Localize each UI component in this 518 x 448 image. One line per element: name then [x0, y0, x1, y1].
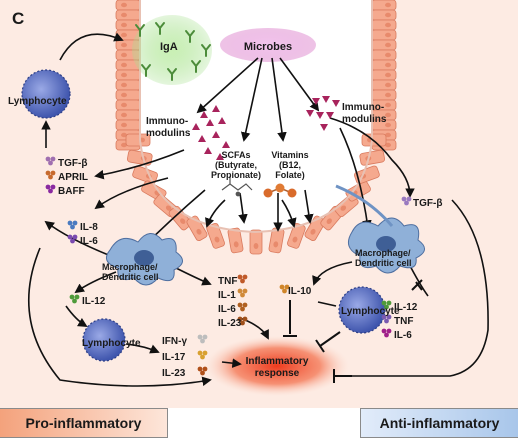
vitamin-molecule-icon: [263, 183, 297, 198]
lymphocyte-right-label: Lymphocyte: [341, 306, 400, 317]
panel-letter: C: [12, 9, 24, 28]
immunomodulin-triangle-icon: [306, 96, 340, 131]
il23-low-label: IL-23: [162, 368, 186, 379]
il10-label: IL-10: [288, 286, 312, 297]
macrophage-left-label-1: Macrophage/: [102, 262, 158, 272]
inflammatory-response-label-1: Inflammatory: [246, 356, 309, 367]
iga-antibody-icon: [135, 22, 211, 81]
tgf-left-label: TGF-β: [58, 158, 87, 169]
anti-inflammatory-banner: Anti-inflammatory: [360, 408, 518, 438]
vitamins-label-3: Folate): [275, 170, 305, 180]
il8-label: IL-8: [80, 222, 98, 233]
tgf-right-label: TGF-β: [413, 198, 442, 209]
cytokine-dots-icon: [45, 156, 412, 376]
macrophage-left-label-2: Dendritic cell: [102, 272, 159, 282]
lymphocyte-top-cell: [21, 69, 71, 119]
tnf-left-label: TNF: [218, 276, 237, 287]
arrows: [27, 32, 489, 387]
microbes-label: Microbes: [244, 41, 292, 53]
il17-label: IL-17: [162, 352, 186, 363]
scfas-label-2: (Butyrate,: [215, 160, 257, 170]
iga-label: IgA: [160, 41, 178, 53]
macrophage-right-label-2: Dendritic cell: [355, 258, 412, 268]
april-label: APRIL: [58, 172, 88, 183]
il6-mid-label: IL-6: [218, 304, 236, 315]
il6-left-label: IL-6: [80, 236, 98, 247]
scfas-label-1: SCFAs: [221, 150, 250, 160]
immunomodulins-right-label-2: modulins: [342, 114, 387, 125]
immunomodulins-left-label-1: Immuno-: [146, 116, 188, 127]
inflammatory-response-label-2: response: [255, 368, 300, 379]
ifn-label: IFN-γ: [162, 336, 187, 347]
microbes-cloud: [220, 28, 316, 62]
lymphocyte-top-label: Lymphocyte: [8, 96, 67, 107]
vitamins-label-2: (B12,: [279, 160, 301, 170]
il6-right-label: IL-6: [394, 330, 412, 341]
lymphocyte-mid-cell: [82, 318, 126, 362]
immunomodulins-right-label-1: Immuno-: [342, 102, 384, 113]
pro-inflammatory-banner: Pro-inflammatory: [0, 408, 168, 438]
il1-label: IL-1: [218, 290, 236, 301]
il12-right-label: IL-12: [394, 302, 418, 313]
scfa-molecule-icon: [221, 176, 253, 197]
macrophage-left-cell: [105, 233, 183, 286]
il12-left-label: IL-12: [82, 296, 106, 307]
il23-mid-label: IL-23: [218, 318, 242, 329]
inflammatory-response-blob: [205, 336, 349, 396]
tnf-right-label: TNF: [394, 316, 413, 327]
immunomodulin-triangle-icon: [192, 105, 230, 160]
lymphocyte-mid-label: Lymphocyte: [82, 338, 141, 349]
macrophage-right-cell: [335, 184, 425, 274]
scfas-label-3: Propionate): [211, 170, 261, 180]
baff-label: BAFF: [58, 186, 85, 197]
macrophage-right-label-1: Macrophage/: [355, 248, 411, 258]
lymphocyte-right-cell: [338, 286, 386, 334]
inhibition-bars: [283, 279, 423, 383]
vitamins-label-1: Vitamins: [271, 150, 308, 160]
immunomodulins-left-label-2: modulins: [146, 128, 191, 139]
